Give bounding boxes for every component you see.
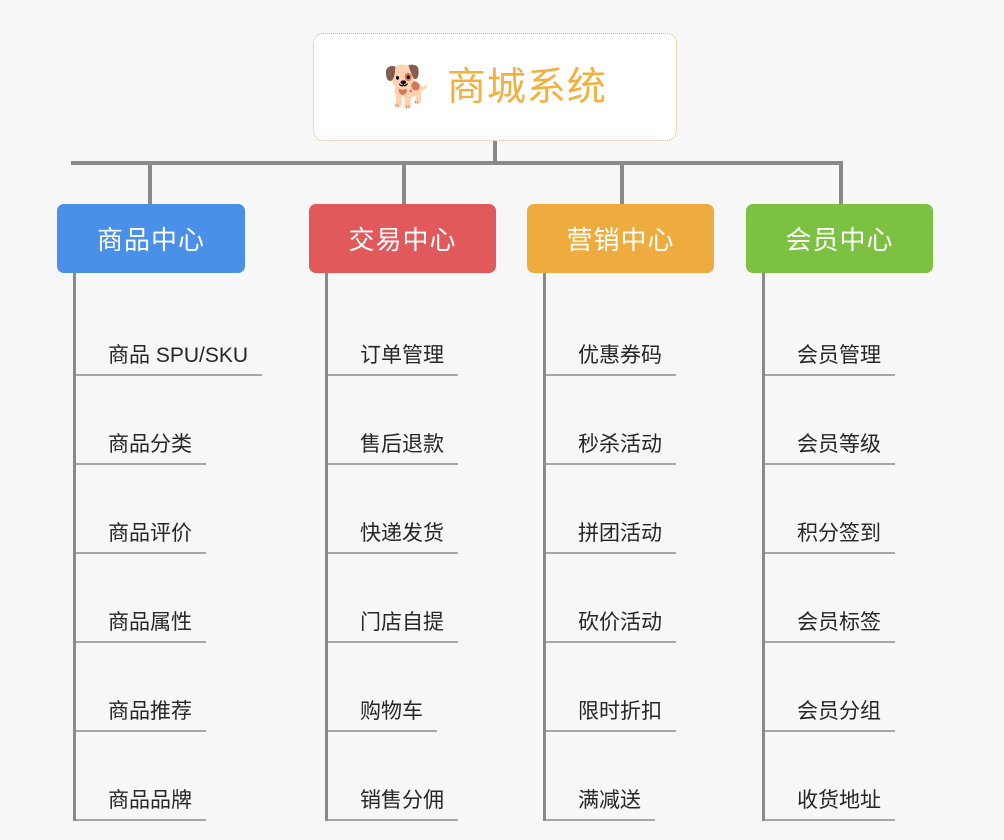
category-box-4[interactable]: 会员中心: [746, 204, 933, 273]
leaf-label: 订单管理: [328, 343, 458, 376]
category-label-4: 会员中心: [785, 225, 894, 255]
category-label-3: 营销中心: [566, 225, 675, 255]
leaf-label: 商品品牌: [76, 788, 206, 821]
horizontal-bus-connector: [71, 161, 843, 165]
leaf-list-4: 会员管理 会员等级 积分签到 会员标签 会员分组 收货地址: [762, 273, 933, 821]
leaf-label: 商品属性: [76, 610, 206, 643]
leaf-label: 拼团活动: [546, 521, 676, 554]
root-stem-connector: [493, 141, 497, 165]
list-item[interactable]: 会员分组: [765, 643, 933, 732]
root-title: 商城系统: [446, 65, 607, 109]
root-node[interactable]: 🐕 商城系统: [313, 33, 677, 141]
list-item[interactable]: 商品品牌: [76, 732, 245, 821]
list-item[interactable]: 商品推荐: [76, 643, 245, 732]
leaf-label: 满减送: [546, 788, 655, 821]
leaf-label: 商品推荐: [76, 699, 206, 732]
leaf-list-3: 优惠券码 秒杀活动 拼团活动 砍价活动 限时折扣 满减送: [543, 273, 714, 821]
category-box-3[interactable]: 营销中心: [527, 204, 714, 273]
list-item[interactable]: 限时折扣: [546, 643, 714, 732]
branch-drop-connector-1: [148, 161, 152, 206]
leaf-list-1: 商品 SPU/SKU 商品分类 商品评价 商品属性 商品推荐 商品品牌: [73, 273, 263, 821]
leaf-label: 会员分组: [765, 699, 895, 732]
list-item[interactable]: 商品分类: [76, 376, 245, 465]
list-item[interactable]: 拼团活动: [546, 465, 714, 554]
leaf-label: 销售分佣: [328, 788, 458, 821]
leaf-label: 门店自提: [328, 610, 458, 643]
leaf-label: 秒杀活动: [546, 432, 676, 465]
list-item[interactable]: 会员标签: [765, 554, 933, 643]
branch-drop-connector-4: [839, 161, 843, 206]
category-box-1[interactable]: 商品中心: [57, 204, 245, 273]
branch-column-3: 营销中心 优惠券码 秒杀活动 拼团活动 砍价活动 限时折扣 满减送: [527, 204, 714, 821]
list-item[interactable]: 购物车: [328, 643, 496, 732]
list-item[interactable]: 商品评价: [76, 465, 245, 554]
branch-drop-connector-2: [402, 161, 406, 206]
leaf-label: 商品分类: [76, 432, 206, 465]
list-item[interactable]: 收货地址: [765, 732, 933, 821]
branch-column-1: 商品中心 商品 SPU/SKU 商品分类 商品评价 商品属性 商品推荐 商品品牌: [57, 204, 263, 821]
leaf-label: 砍价活动: [546, 610, 676, 643]
list-item[interactable]: 积分签到: [765, 465, 933, 554]
list-item[interactable]: 订单管理: [328, 287, 496, 376]
list-item[interactable]: 砍价活动: [546, 554, 714, 643]
leaf-label: 购物车: [328, 699, 437, 732]
leaf-label: 会员标签: [765, 610, 895, 643]
leaf-label: 售后退款: [328, 432, 458, 465]
list-item[interactable]: 商品 SPU/SKU: [76, 287, 263, 376]
list-item[interactable]: 满减送: [546, 732, 714, 821]
leaf-label: 商品 SPU/SKU: [76, 343, 263, 376]
leaf-label: 限时折扣: [546, 699, 676, 732]
leaf-label: 商品评价: [76, 521, 206, 554]
list-item[interactable]: 售后退款: [328, 376, 496, 465]
leaf-label: 快递发货: [328, 521, 458, 554]
category-label-1: 商品中心: [96, 225, 205, 255]
branch-drop-connector-3: [620, 161, 624, 206]
leaf-label: 会员管理: [765, 343, 895, 376]
leaf-label: 收货地址: [765, 788, 895, 821]
list-item[interactable]: 秒杀活动: [546, 376, 714, 465]
list-item[interactable]: 商品属性: [76, 554, 245, 643]
list-item[interactable]: 会员等级: [765, 376, 933, 465]
list-item[interactable]: 优惠券码: [546, 287, 714, 376]
leaf-label: 会员等级: [765, 432, 895, 465]
branch-column-2: 交易中心 订单管理 售后退款 快递发货 门店自提 购物车 销售分佣: [309, 204, 496, 821]
branch-column-4: 会员中心 会员管理 会员等级 积分签到 会员标签 会员分组 收货地址: [746, 204, 933, 821]
category-box-2[interactable]: 交易中心: [309, 204, 496, 273]
leaf-label: 积分签到: [765, 521, 895, 554]
list-item[interactable]: 门店自提: [328, 554, 496, 643]
list-item[interactable]: 快递发货: [328, 465, 496, 554]
shiba-dog-face-icon: 🐕: [383, 65, 433, 109]
list-item[interactable]: 销售分佣: [328, 732, 496, 821]
list-item[interactable]: 会员管理: [765, 287, 933, 376]
category-label-2: 交易中心: [348, 225, 457, 255]
leaf-label: 优惠券码: [546, 343, 676, 376]
leaf-list-2: 订单管理 售后退款 快递发货 门店自提 购物车 销售分佣: [325, 273, 496, 821]
